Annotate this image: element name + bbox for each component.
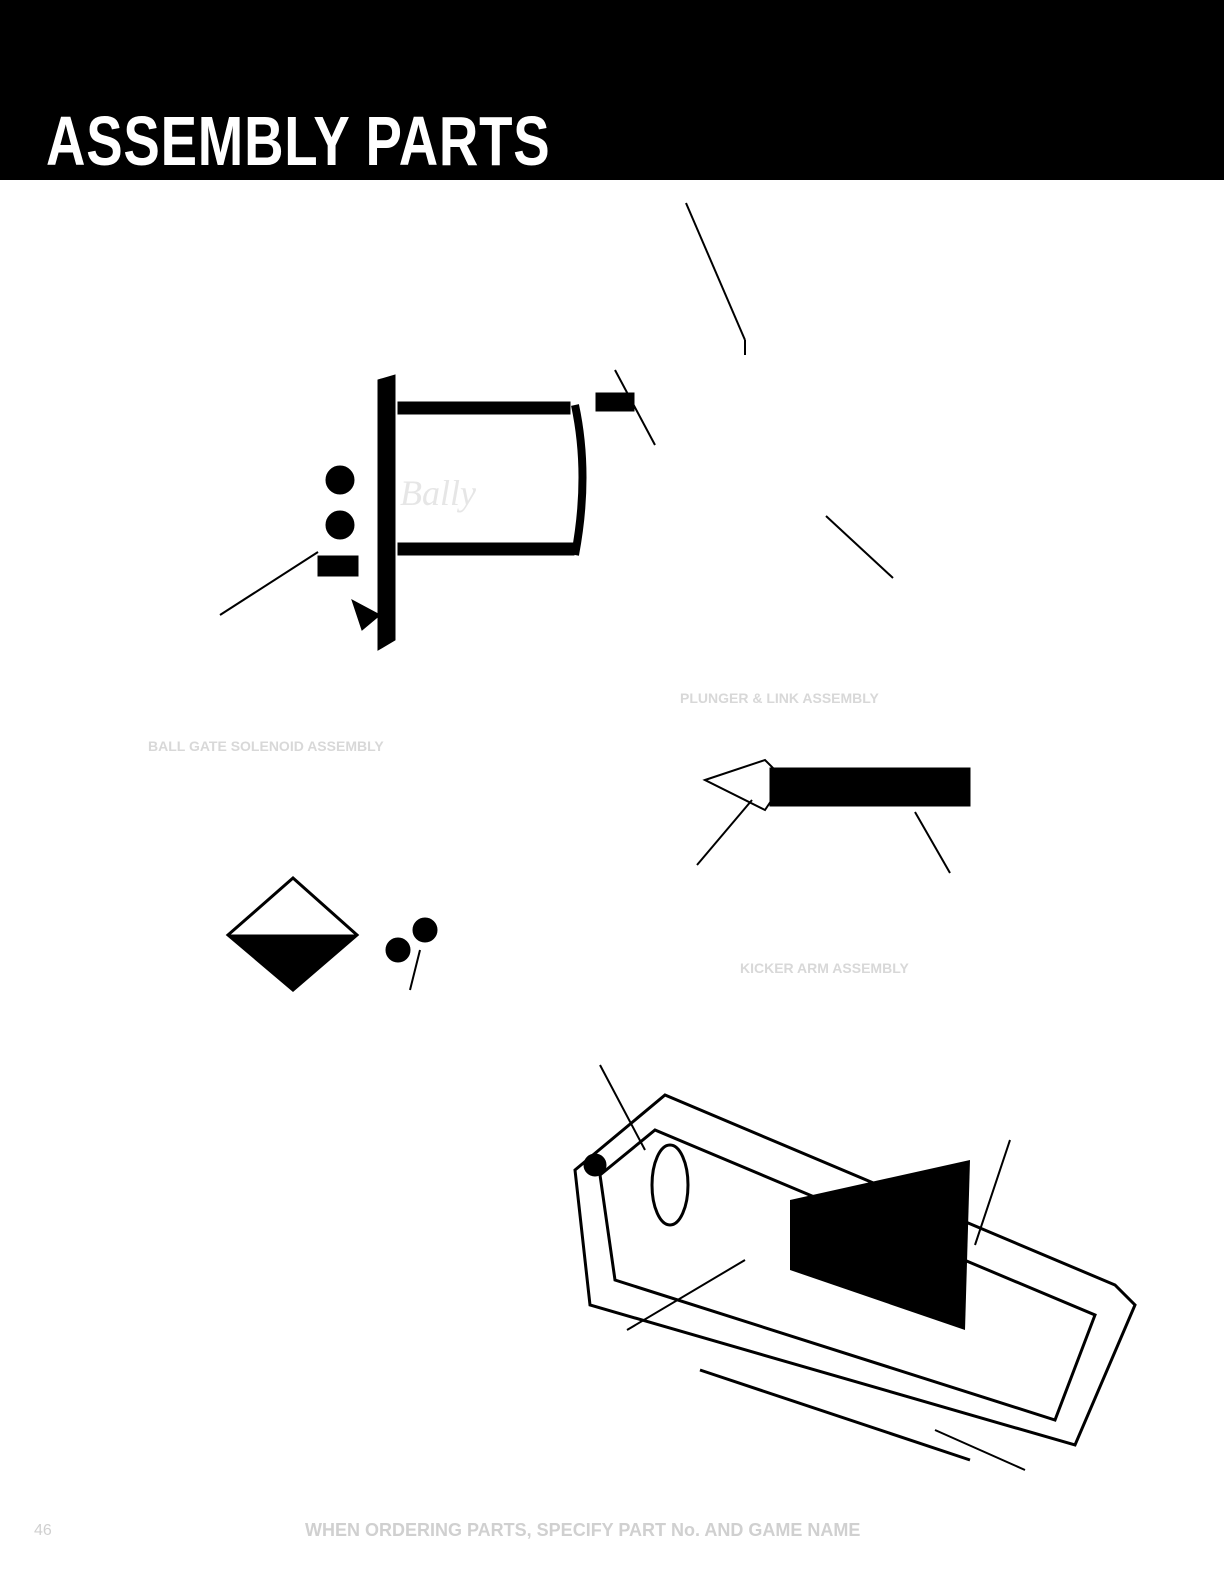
- plunger-link-drawing: [696, 758, 971, 874]
- plunger-link-heading: PLUNGER & LINK ASSEMBLY: [680, 690, 879, 706]
- ordering-note: WHEN ORDERING PARTS, SPECIFY PART No. AN…: [305, 1520, 861, 1540]
- page-number: 46: [34, 1522, 52, 1539]
- ball-gate-drawing: [225, 875, 438, 992]
- kicker-heading: KICKER ARM ASSEMBLY: [740, 960, 909, 976]
- solenoid-assembly-drawing: [219, 202, 894, 651]
- bally-logo: Bally: [400, 473, 476, 513]
- page-title: ASSEMBLY PARTS: [46, 102, 551, 180]
- header-banner: ASSEMBLY PARTS: [0, 0, 1224, 180]
- kicker-drawing: [573, 1064, 1137, 1471]
- ball-gate-heading: BALL GATE SOLENOID ASSEMBLY: [148, 738, 384, 754]
